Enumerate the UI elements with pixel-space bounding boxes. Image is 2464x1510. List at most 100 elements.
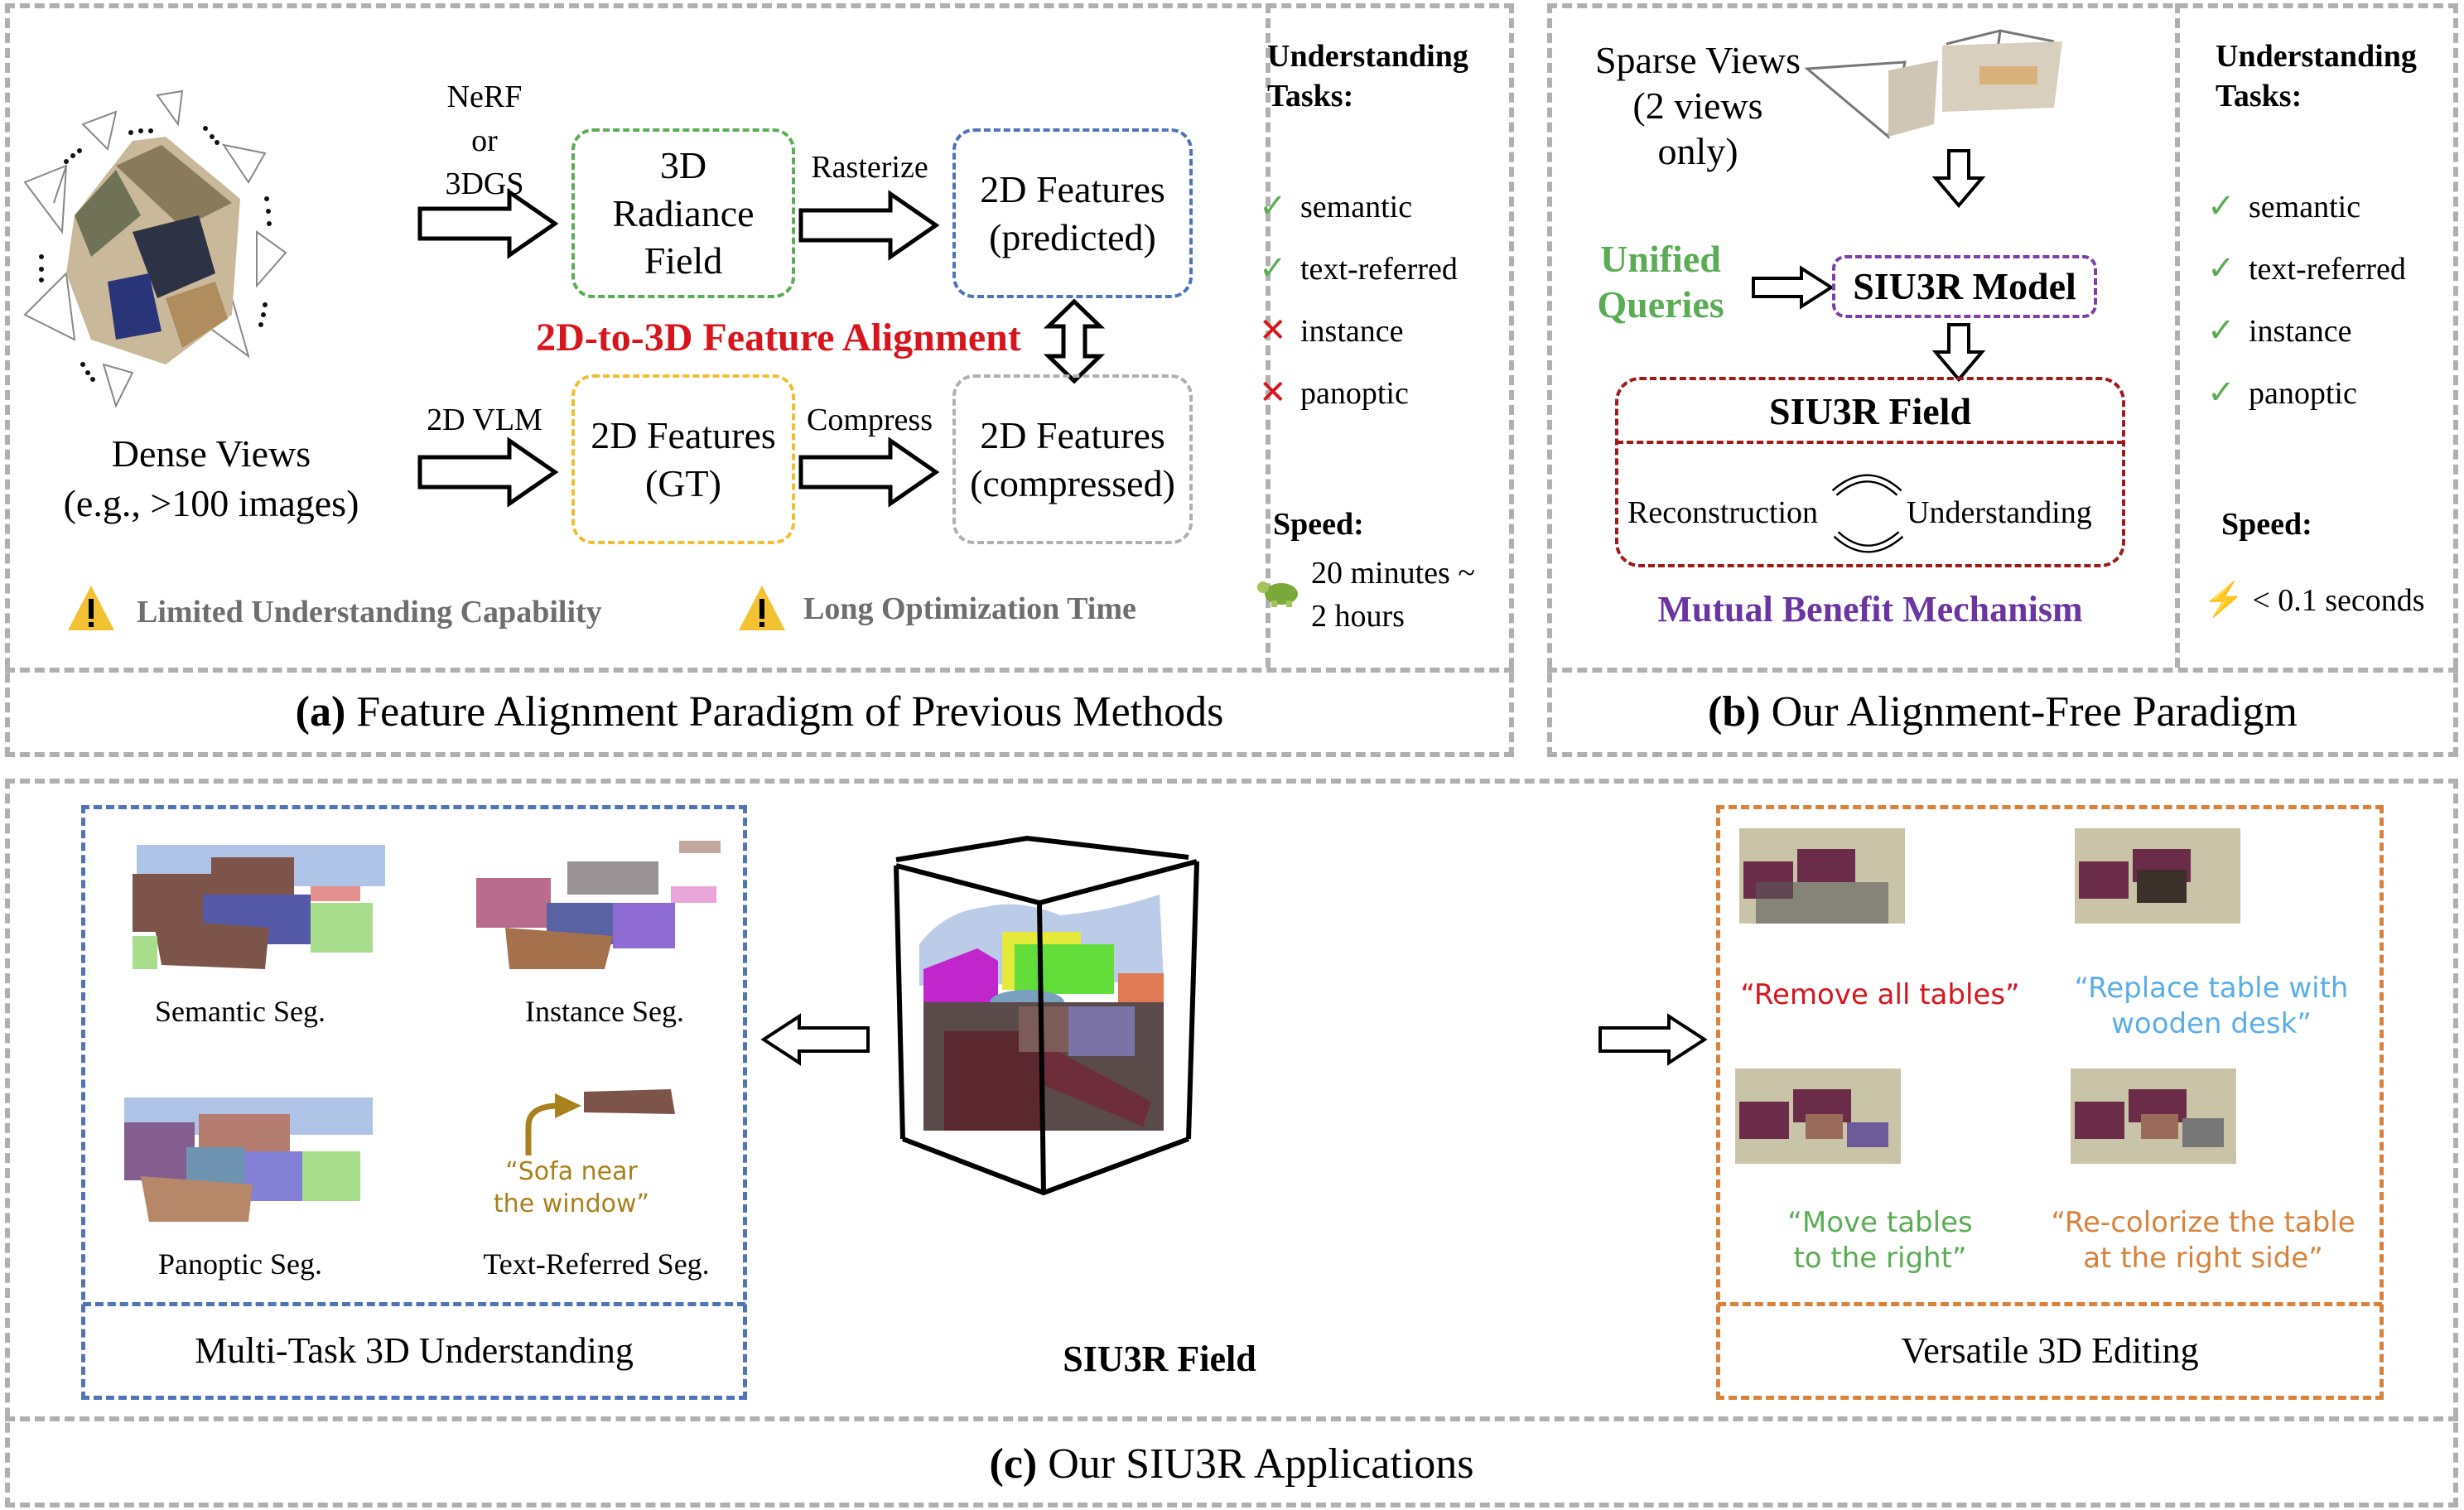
room-point-cloud <box>66 137 240 364</box>
arrow-right-icon <box>417 188 559 259</box>
edit-result-replace <box>2075 828 2240 924</box>
panel-a <box>5 3 1514 757</box>
semantic-seg-image <box>133 845 385 969</box>
task-semantic: ✓semantic <box>2207 187 2361 224</box>
semantic-seg-label: Semantic Seg. <box>155 995 325 1028</box>
task-instance: ✓instance <box>2207 311 2352 349</box>
instance-seg-image <box>476 841 721 969</box>
turtle-icon <box>1257 581 1298 607</box>
task-text-referred: ✓text-referred <box>1259 249 1458 287</box>
arrow-right-icon <box>1598 1013 1708 1066</box>
panel-a-caption-divider <box>5 668 1514 673</box>
warning-limited-understanding: Limited Understanding Capability <box>137 595 602 630</box>
rasterize-label: Rasterize <box>811 150 928 185</box>
dense-views-subtitle: (e.g., >100 images) <box>63 482 359 524</box>
siu3r-field-box <box>1615 377 2125 567</box>
vlm-label: 2D VLM <box>427 403 542 437</box>
editing-box-divider <box>1718 1302 2382 1306</box>
speed-title: Speed: <box>1273 507 1364 542</box>
panel-c-caption-divider <box>5 1416 2458 1421</box>
compress-label: Compress <box>807 403 933 437</box>
curved-arrow-icon <box>525 1093 581 1155</box>
check-icon: ✓ <box>1259 249 1287 287</box>
double-arrow-vertical-icon <box>1043 298 1106 384</box>
check-icon: ✓ <box>2207 311 2235 349</box>
cube-wireframe <box>894 835 1199 1196</box>
panel-a-tasks-divider <box>1266 3 1271 668</box>
task-text-referred: ✓text-referred <box>2207 249 2406 287</box>
edit-query-remove: “Remove all tables” <box>1740 978 2020 1011</box>
text-referred-seg-image <box>584 1089 675 1114</box>
view-image-1 <box>1888 60 1938 137</box>
arrow-right-icon <box>1752 265 1835 310</box>
nerf-label: NeRF <box>446 80 523 114</box>
arrow-right-icon <box>798 190 940 261</box>
edit-result-move <box>1735 1069 1901 1164</box>
understanding-box-title: Multi-Task 3D Understanding <box>195 1330 634 1371</box>
reconstruction-label: Reconstruction <box>1627 495 1819 530</box>
panoptic-seg-image <box>124 1098 373 1222</box>
panoptic-seg-label: Panoptic Seg. <box>158 1247 322 1281</box>
siu3r-field-divider <box>1617 441 2124 444</box>
task-instance: ✕instance <box>1259 311 1404 349</box>
or-label: or <box>471 123 498 158</box>
cycle-arrows-icon <box>1831 474 1904 553</box>
understanding-label: Understanding <box>1907 495 2092 530</box>
check-icon: ✓ <box>1259 187 1287 224</box>
arrow-right-icon <box>417 437 559 508</box>
siu3r-field-cube <box>894 835 1199 1196</box>
arrow-down-icon <box>1931 149 1986 209</box>
speed-value-line2: 2 hours <box>1311 599 1405 634</box>
panel-b-caption-divider <box>1547 668 2458 673</box>
sparse-view-cameras <box>1804 29 2062 139</box>
alignment-label: 2D-to-3D Feature Alignment <box>536 316 1021 359</box>
warning-long-optimization: Long Optimization Time <box>803 591 1136 626</box>
panel-b-caption: (b) Our Alignment-Free Paradigm <box>1708 688 2298 736</box>
predicted-features-box: 2D Features(predicted) <box>952 128 1193 298</box>
check-icon: ✓ <box>2207 187 2235 224</box>
cross-icon: ✕ <box>1259 311 1287 349</box>
task-panoptic: ✓panoptic <box>2207 374 2357 411</box>
panel-c <box>5 779 2458 1508</box>
panel-c-caption: (c) Our SIU3R Applications <box>989 1440 1474 1488</box>
warning-icon <box>739 586 785 630</box>
understanding-box-divider <box>83 1302 745 1306</box>
arrow-down-icon <box>1931 323 1986 383</box>
lightning-icon: ⚡ <box>2203 581 2245 618</box>
compressed-features-box: 2D Features(compressed) <box>952 374 1193 544</box>
instance-seg-label: Instance Seg. <box>525 995 684 1028</box>
gt-features-box: 2D Features(GT) <box>571 374 795 544</box>
versatile-editing-box <box>1716 805 2384 1400</box>
edit-result-remove <box>1739 828 1905 924</box>
warning-icon <box>68 586 114 630</box>
text-referred-seg-label: Text-Referred Seg. <box>483 1247 710 1281</box>
siu3r-field-center-label: SIU3R Field <box>1063 1339 1256 1379</box>
editing-box-title: Versatile 3D Editing <box>1901 1330 2199 1371</box>
dense-views-title: Dense Views <box>111 432 311 475</box>
arrow-right-icon <box>798 437 940 508</box>
speed-value-line1: 20 minutes ~ <box>1311 556 1475 591</box>
panel-a-caption: (a) Feature Alignment Paradigm of Previo… <box>295 688 1224 736</box>
multi-task-understanding-box <box>81 805 747 1400</box>
edit-result-recolor <box>2071 1069 2236 1164</box>
check-icon: ✓ <box>2207 374 2235 411</box>
siu3r-field-title: SIU3R Field <box>1768 390 1972 432</box>
speed-title: Speed: <box>2221 507 2312 542</box>
task-semantic: ✓semantic <box>1259 187 1413 224</box>
arrow-left-icon <box>760 1013 870 1066</box>
panel-b-tasks-divider <box>2175 3 2180 668</box>
task-panoptic: ✕panoptic <box>1259 374 1409 411</box>
ellipsis-dots <box>39 126 272 382</box>
siu3r-model-box: SIU3R Model <box>1832 255 2097 318</box>
speed-value: ⚡ < 0.1 seconds <box>2203 581 2425 618</box>
dense-views-scene <box>23 89 287 408</box>
